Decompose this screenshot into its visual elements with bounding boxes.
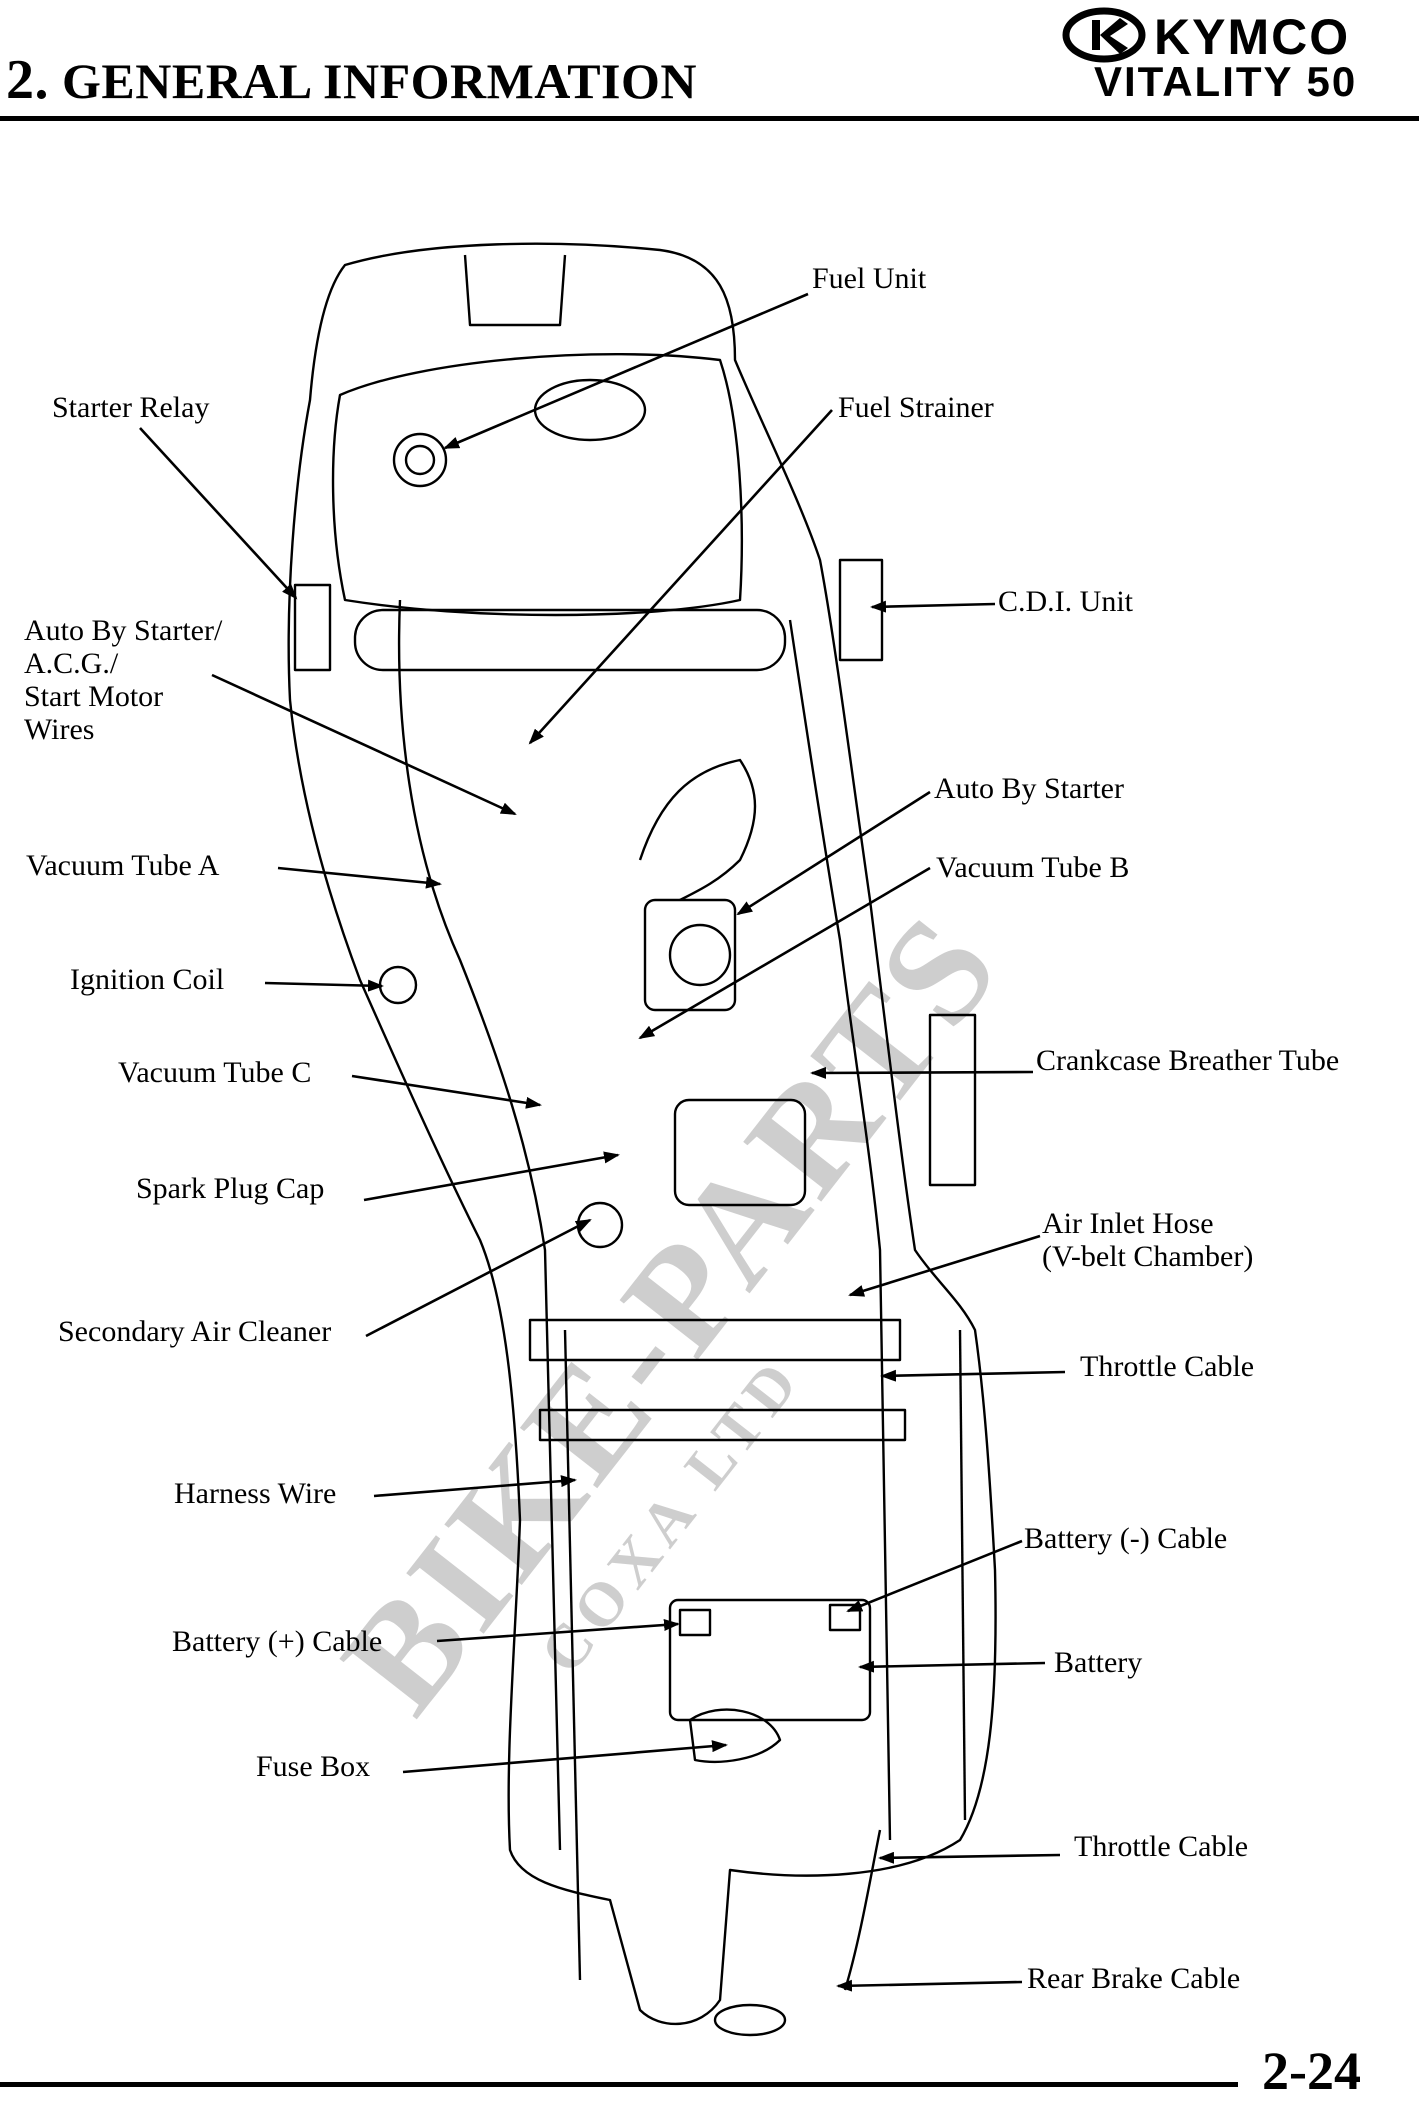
leader-battery-neg-cable	[846, 1539, 1023, 1613]
leader-vacuum-tube-a	[277, 866, 442, 889]
footer-rule	[0, 2082, 1238, 2087]
carburetor-bowl	[668, 923, 732, 987]
leader-throttle-cable-upper	[880, 1369, 1066, 1382]
label-fuel-unit: Fuel Unit	[812, 262, 927, 295]
starter-relay-box	[293, 583, 332, 672]
battery-terminal-pos	[678, 1608, 712, 1637]
model-name: VITALITY 50	[1094, 58, 1358, 105]
secondary-air-cleaner-body	[576, 1201, 624, 1249]
fuel-tank-strap	[353, 608, 787, 672]
leader-vacuum-tube-b	[638, 866, 931, 1040]
label-air-inlet-hose-2: (V-belt Chamber)	[1042, 1240, 1254, 1273]
callout-lines	[139, 292, 1066, 1992]
right-side-rail	[958, 1329, 967, 1821]
label-rear-brake-cable: Rear Brake Cable	[1027, 1962, 1241, 1995]
label-battery-neg-cable: Battery (-) Cable	[1024, 1522, 1228, 1555]
body-outline	[287, 242, 997, 2026]
header-rule	[0, 116, 1419, 121]
battery-case	[668, 1598, 872, 1722]
label-auto-by-starter-wires-4: Wires	[24, 713, 95, 746]
carburetor	[643, 898, 737, 1012]
label-harness-wire: Harness Wire	[174, 1477, 337, 1510]
tail-end	[713, 2003, 787, 2037]
label-cdi-unit: C.D.I. Unit	[998, 585, 1133, 618]
cross-member-upper	[528, 1318, 902, 1362]
leader-starter-relay	[139, 427, 298, 600]
ignition-coil	[378, 965, 418, 1005]
logo-wordmark: KYMCO	[1154, 9, 1350, 64]
label-auto-by-starter-wires-2: A.C.G./	[24, 647, 119, 680]
label-battery-pos-cable: Battery (+) Cable	[172, 1625, 383, 1658]
logo-k-arm	[1100, 18, 1128, 54]
label-auto-by-starter-wires-3: Start Motor	[24, 680, 164, 713]
cross-member-mid	[538, 1408, 907, 1442]
leader-fuel-strainer	[528, 409, 833, 745]
leader-auto-by-starter	[736, 790, 931, 916]
label-throttle-cable-lower: Throttle Cable	[1074, 1830, 1249, 1863]
cdi-unit-box	[838, 558, 884, 662]
logo-k-bar	[1092, 20, 1100, 50]
intake-hose	[638, 758, 757, 902]
rear-rack-plate	[928, 1013, 977, 1187]
fuel-unit-fitting-inner	[404, 444, 436, 476]
inner-tunnel	[397, 599, 562, 1851]
left-side-rail	[563, 1329, 582, 1981]
air-cleaner-box	[673, 1098, 807, 1207]
leader-air-inlet-hose	[848, 1234, 1041, 1297]
section-title: GENERAL INFORMATION	[62, 53, 698, 109]
fuel-tank	[331, 353, 743, 617]
leader-secondary-air-cleaner	[365, 1218, 592, 1338]
label-auto-by-starter: Auto By Starter	[934, 772, 1124, 805]
leader-battery	[858, 1660, 1046, 1673]
label-starter-relay: Starter Relay	[52, 391, 210, 424]
fuel-cap	[533, 378, 647, 442]
label-fuel-strainer: Fuel Strainer	[838, 391, 994, 424]
label-ignition-coil: Ignition Coil	[70, 963, 225, 996]
inner-tunnel-right	[788, 619, 892, 1841]
leader-crankcase-breather	[810, 1066, 1034, 1079]
label-spark-plug-cap: Spark Plug Cap	[136, 1172, 325, 1205]
leader-rear-brake-cable	[836, 1979, 1023, 1992]
leader-auto-by-starter-wires	[211, 673, 517, 816]
section-number: 2.	[6, 49, 49, 111]
label-battery: Battery	[1054, 1646, 1143, 1679]
page-title: 2. GENERAL INFORMATION	[6, 48, 697, 112]
label-secondary-air-cleaner: Secondary Air Cleaner	[58, 1315, 332, 1348]
rear-cable-path	[843, 1829, 882, 1991]
leader-battery-pos-cable	[436, 1618, 680, 1643]
label-auto-by-starter-wires-1: Auto By Starter/	[24, 614, 223, 647]
leader-harness-wire	[373, 1475, 577, 1498]
logo-oval	[1062, 7, 1146, 63]
page-number: 2-24	[1262, 2041, 1361, 2101]
leader-throttle-cable-lower	[878, 1851, 1061, 1864]
leader-cdi-unit	[870, 600, 996, 613]
fuel-unit-fitting	[392, 432, 448, 488]
label-vacuum-tube-c: Vacuum Tube C	[118, 1056, 312, 1089]
label-crankcase-breather-tube: Crankcase Breather Tube	[1036, 1044, 1340, 1077]
leader-ignition-coil	[264, 979, 384, 992]
label-vacuum-tube-a: Vacuum Tube A	[26, 849, 220, 882]
fuse-box-body	[688, 1708, 782, 1763]
leader-fuel-unit	[443, 292, 809, 450]
leader-vacuum-tube-c	[351, 1074, 542, 1109]
leader-fuse-box	[402, 1740, 728, 1774]
kymco-logo: KYMCO	[1062, 7, 1350, 64]
label-vacuum-tube-b: Vacuum Tube B	[936, 851, 1130, 884]
top-bracket	[463, 254, 567, 327]
leader-spark-plug-cap	[363, 1151, 620, 1202]
watermark-main: BIKE-PARTS	[310, 883, 1032, 1742]
label-throttle-cable-upper: Throttle Cable	[1080, 1350, 1255, 1383]
battery-terminal-neg	[828, 1603, 862, 1632]
label-fuse-box: Fuse Box	[256, 1750, 371, 1783]
label-air-inlet-hose-1: Air Inlet Hose	[1042, 1207, 1214, 1240]
